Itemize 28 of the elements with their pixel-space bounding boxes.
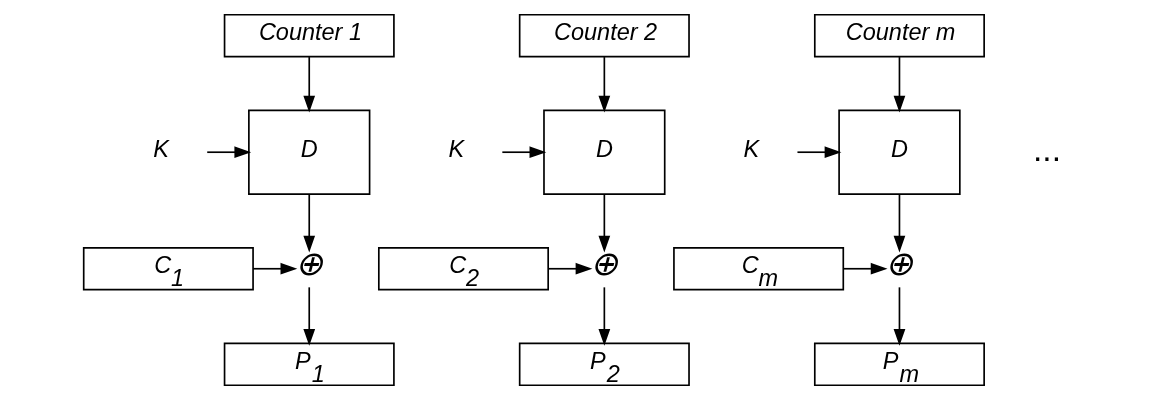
node-text: K xyxy=(743,135,759,162)
node-text: ⊕ xyxy=(294,245,323,283)
arrow xyxy=(302,286,315,346)
arrow xyxy=(251,262,297,275)
arrow xyxy=(796,146,841,159)
node-box: D xyxy=(247,109,370,195)
arrow xyxy=(302,56,315,113)
arrow xyxy=(893,193,905,253)
node-text: K xyxy=(152,135,169,162)
node-box: Counter 2 xyxy=(518,13,690,58)
arrow xyxy=(893,286,905,346)
node-box: D xyxy=(542,109,666,195)
arrow xyxy=(205,146,251,159)
arrow xyxy=(546,262,592,275)
label: ... xyxy=(1032,130,1061,168)
arrow xyxy=(842,262,888,275)
arrow xyxy=(893,56,905,113)
arrow xyxy=(501,146,546,159)
arrow xyxy=(597,193,610,253)
node-box: Counter m xyxy=(813,13,985,58)
node-box: D xyxy=(837,109,961,195)
arrow xyxy=(302,193,315,253)
node-text: K xyxy=(447,135,464,162)
arrow xyxy=(597,286,610,346)
node-text: ⊕ xyxy=(884,245,913,283)
arrow xyxy=(597,56,610,113)
node-text: ⊕ xyxy=(589,245,618,283)
node-box: Counter 1 xyxy=(223,13,395,58)
